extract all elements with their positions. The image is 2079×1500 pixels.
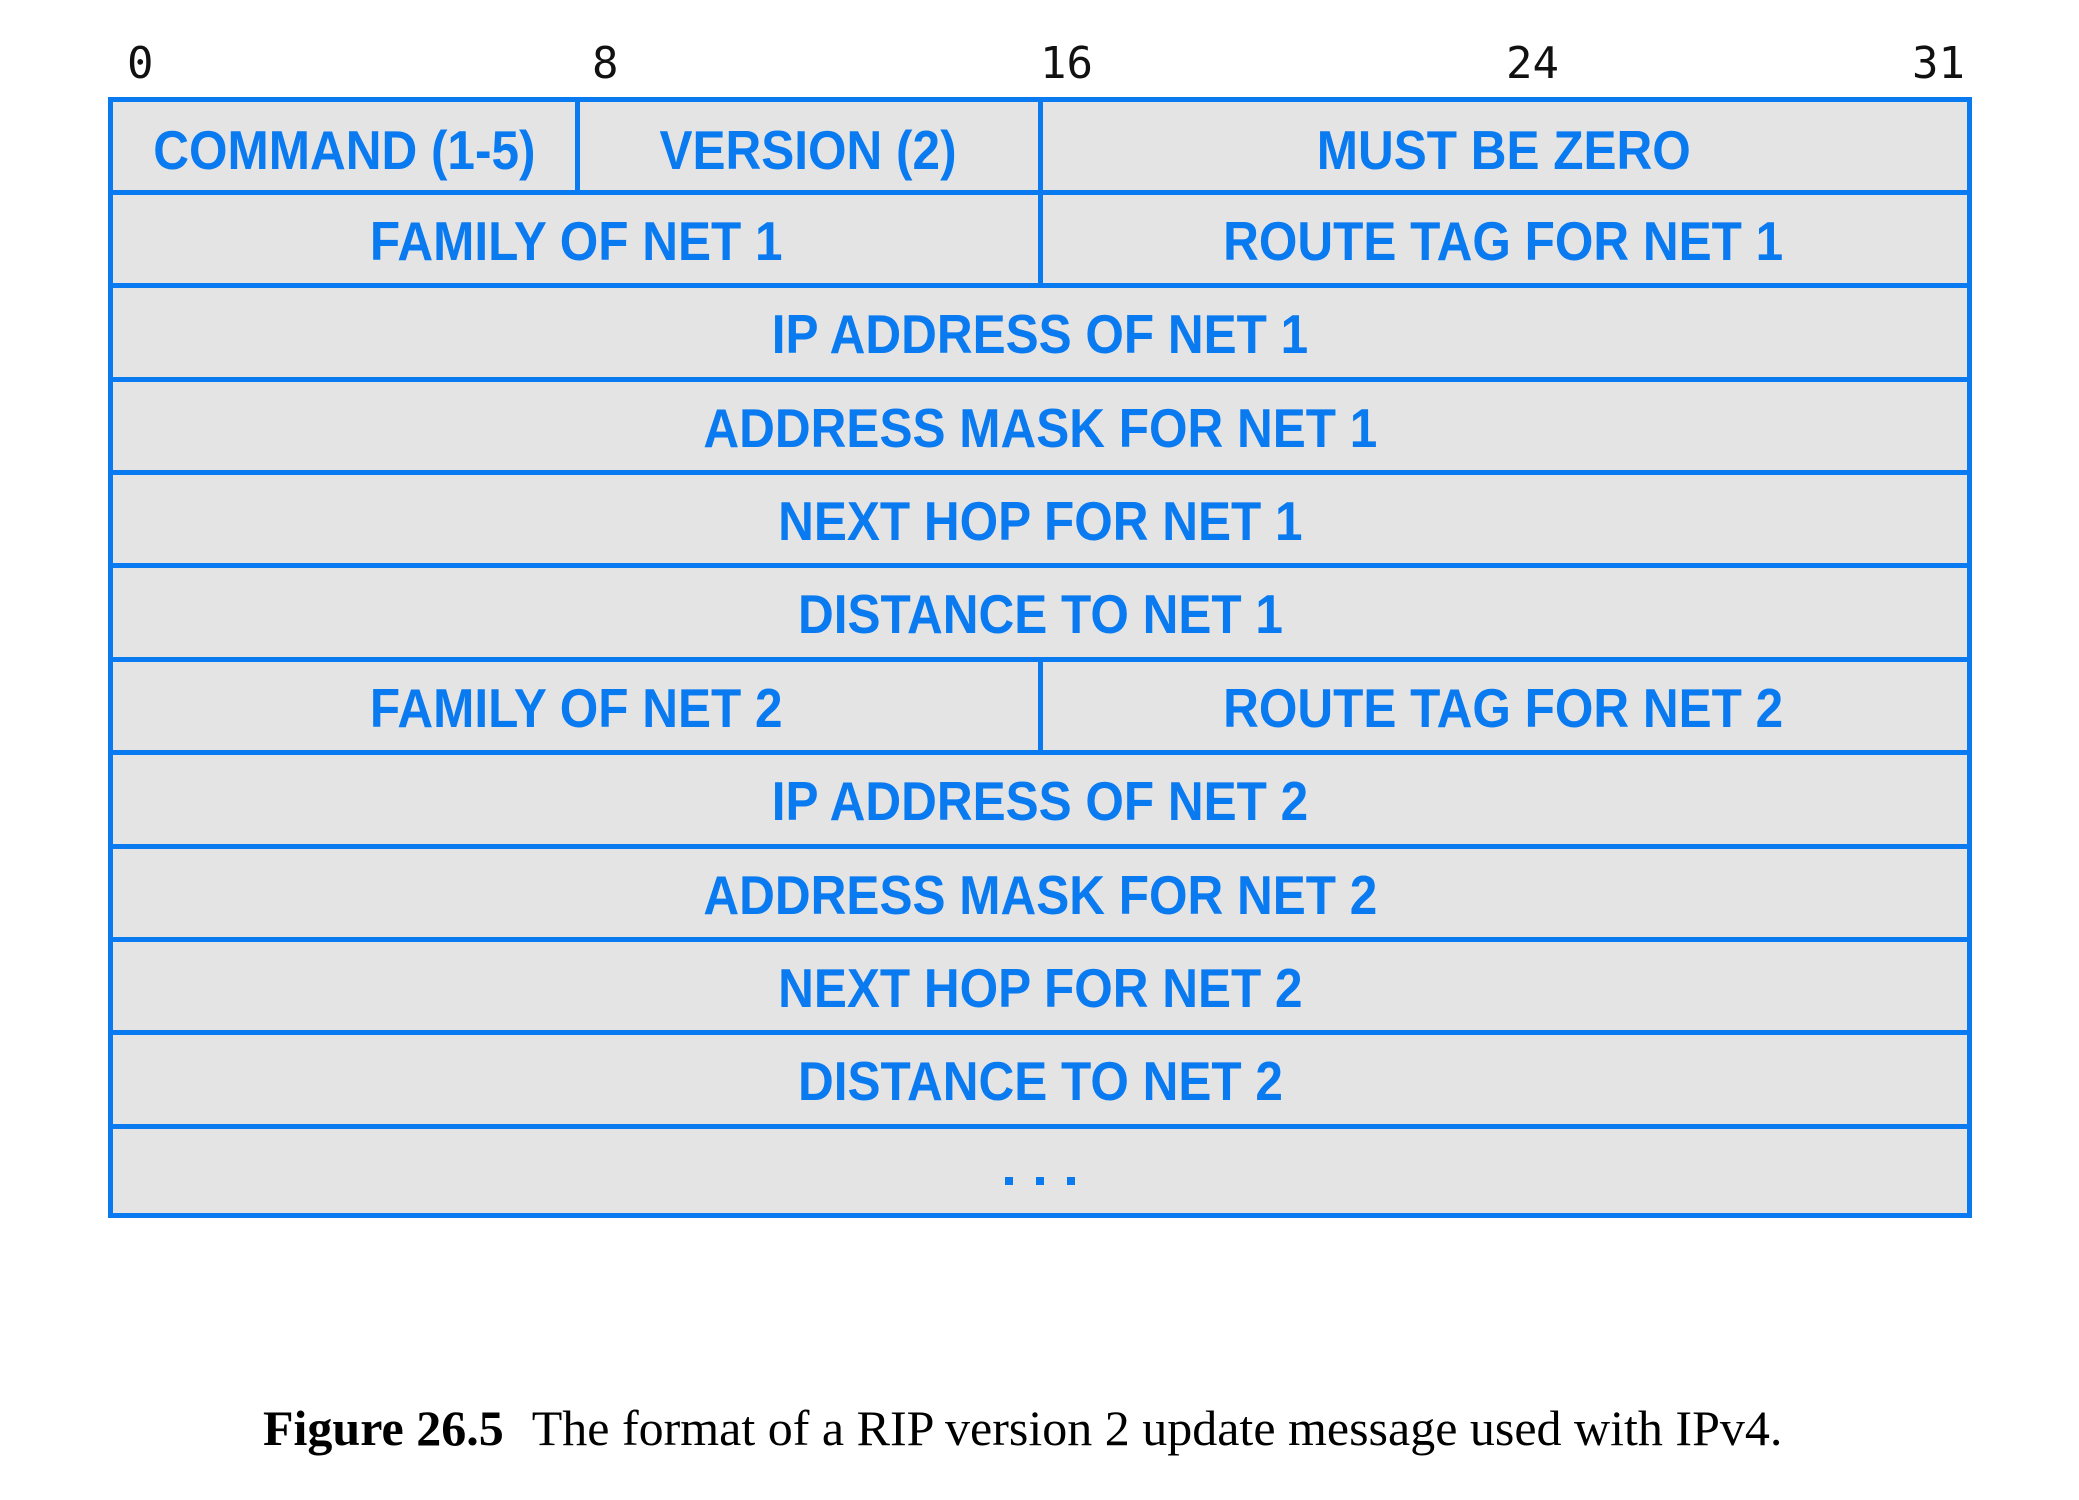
figure-caption: Figure 26.5 The format of a RIP version 2… xyxy=(263,1400,1823,1456)
next-hop-net2-field: NEXT HOP FOR NET 2 xyxy=(113,940,1967,1033)
family-net1-label: FAMILY OF NET 1 xyxy=(370,209,783,272)
route-tag-net1-field: ROUTE TAG FOR NET 1 xyxy=(1040,193,1967,286)
family-net1-field: FAMILY OF NET 1 xyxy=(113,193,1043,287)
address-mask-net1-label: ADDRESS MASK FOR NET 1 xyxy=(703,396,1377,459)
ellipsis-icon xyxy=(1005,1176,1075,1185)
route-tag-net1-label: ROUTE TAG FOR NET 1 xyxy=(1223,209,1784,272)
ip-address-net2-label: IP ADDRESS OF NET 2 xyxy=(771,769,1309,832)
bit-label-31: 31 xyxy=(1912,38,1965,89)
figure-number: Figure 26.5 xyxy=(263,1400,504,1456)
ip-address-net2-field: IP ADDRESS OF NET 2 xyxy=(113,753,1967,846)
row-divider xyxy=(113,377,1967,382)
rip-v2-packet-format: COMMAND (1-5) VERSION (2) MUST BE ZERO F… xyxy=(108,97,1972,1218)
distance-net1-field: DISTANCE TO NET 1 xyxy=(113,566,1967,659)
version-field-label: VERSION (2) xyxy=(659,118,957,181)
row-divider xyxy=(113,1030,1967,1035)
must-be-zero-field: MUST BE ZERO xyxy=(1040,102,1967,195)
must-be-zero-field-label: MUST BE ZERO xyxy=(1316,118,1691,181)
net2-mask-row: ADDRESS MASK FOR NET 2 xyxy=(113,847,1967,940)
header-row: COMMAND (1-5) VERSION (2) MUST BE ZERO xyxy=(113,102,1967,196)
next-hop-net2-label: NEXT HOP FOR NET 2 xyxy=(777,956,1303,1019)
row-divider xyxy=(113,470,1967,475)
command-field: COMMAND (1-5) xyxy=(113,102,579,196)
figure-caption-text: The format of a RIP version 2 update mes… xyxy=(531,1400,1783,1456)
address-mask-net2-field: ADDRESS MASK FOR NET 2 xyxy=(113,847,1967,940)
row-divider xyxy=(113,657,1967,662)
net1-ip-row: IP ADDRESS OF NET 1 xyxy=(113,286,1967,379)
row-divider xyxy=(113,563,1967,568)
next-hop-net1-label: NEXT HOP FOR NET 1 xyxy=(777,489,1303,552)
command-field-label: COMMAND (1-5) xyxy=(153,118,536,181)
distance-net2-label: DISTANCE TO NET 2 xyxy=(797,1049,1283,1112)
distance-net1-label: DISTANCE TO NET 1 xyxy=(797,582,1283,645)
next-hop-net1-field: NEXT HOP FOR NET 1 xyxy=(113,473,1967,566)
row-divider xyxy=(113,190,1967,195)
ip-address-net1-field: IP ADDRESS OF NET 1 xyxy=(113,286,1967,379)
net1-distance-row: DISTANCE TO NET 1 xyxy=(113,566,1967,659)
route-tag-net2-label: ROUTE TAG FOR NET 2 xyxy=(1223,676,1784,739)
ip-address-net1-label: IP ADDRESS OF NET 1 xyxy=(771,302,1309,365)
version-field: VERSION (2) xyxy=(577,102,1043,196)
bit-label-0: 0 xyxy=(127,38,154,89)
bit-label-16: 16 xyxy=(1040,38,1093,89)
net1-nexthop-row: NEXT HOP FOR NET 1 xyxy=(113,473,1967,566)
net2-distance-row: DISTANCE TO NET 2 xyxy=(113,1033,1967,1126)
ellipsis-dot xyxy=(1005,1176,1013,1185)
bit-label-8: 8 xyxy=(592,38,619,89)
address-mask-net1-field: ADDRESS MASK FOR NET 1 xyxy=(113,380,1967,473)
row-divider xyxy=(113,937,1967,942)
address-mask-net2-label: ADDRESS MASK FOR NET 2 xyxy=(703,863,1377,926)
route-tag-net2-field: ROUTE TAG FOR NET 2 xyxy=(1040,660,1967,753)
distance-net2-field: DISTANCE TO NET 2 xyxy=(113,1033,1967,1126)
ellipsis-dot xyxy=(1036,1176,1044,1185)
ellipsis-dot xyxy=(1067,1176,1075,1185)
continuation-row xyxy=(113,1127,1967,1220)
net1-family-row: FAMILY OF NET 1 ROUTE TAG FOR NET 1 xyxy=(113,193,1967,287)
net2-nexthop-row: NEXT HOP FOR NET 2 xyxy=(113,940,1967,1033)
row-divider xyxy=(113,283,1967,288)
net2-family-row: FAMILY OF NET 2 ROUTE TAG FOR NET 2 xyxy=(113,660,1967,754)
row-divider xyxy=(113,750,1967,755)
net1-mask-row: ADDRESS MASK FOR NET 1 xyxy=(113,380,1967,473)
family-net2-label: FAMILY OF NET 2 xyxy=(370,676,783,739)
family-net2-field: FAMILY OF NET 2 xyxy=(113,660,1043,754)
row-divider xyxy=(113,1124,1967,1129)
row-divider xyxy=(113,844,1967,849)
continuation-field xyxy=(113,1127,1967,1220)
net2-ip-row: IP ADDRESS OF NET 2 xyxy=(113,753,1967,846)
bit-label-24: 24 xyxy=(1506,38,1559,89)
